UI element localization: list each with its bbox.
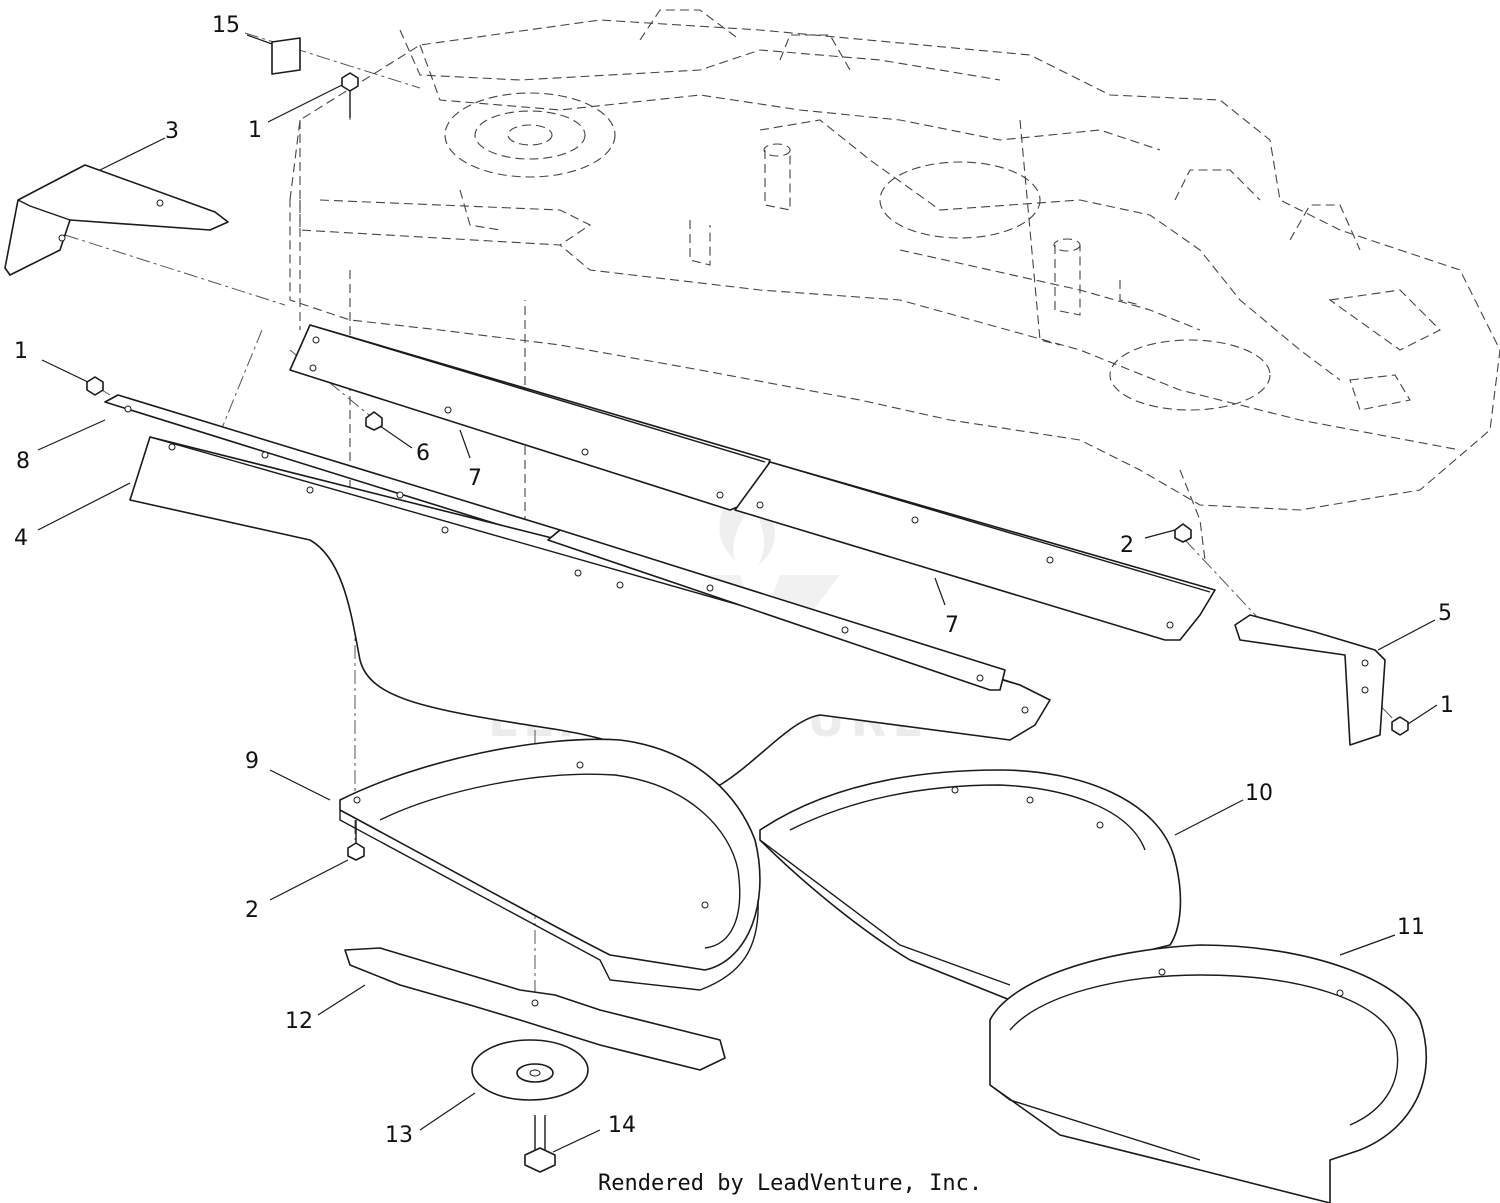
part-15-decal [271, 37, 301, 75]
callout-7-upper: 7 [468, 466, 482, 491]
part-4-baffle [129, 436, 1051, 786]
part-2-bolt-right [1174, 523, 1192, 543]
leader-lines [37, 34, 1438, 1153]
callout-10: 10 [1245, 781, 1273, 806]
callout-6: 6 [416, 441, 430, 466]
callout-14: 14 [608, 1113, 636, 1138]
callout-8: 8 [16, 449, 30, 474]
callout-1-top: 1 [248, 118, 262, 143]
callout-12: 12 [285, 1009, 313, 1034]
part-1-nut-top [341, 72, 359, 118]
callout-labels: 15 1 3 1 8 6 7 4 2 7 5 1 9 10 2 11 12 13… [14, 13, 1454, 1148]
rendered-by-footer: Rendered by LeadVenture, Inc. [598, 1171, 982, 1196]
part-7-strip-upper [289, 324, 771, 511]
part-5-bracket [1234, 614, 1386, 746]
callout-9: 9 [245, 749, 259, 774]
part-7-strip-lower [734, 461, 1216, 641]
callout-7-lower: 7 [945, 613, 959, 638]
callout-2-right: 2 [1120, 533, 1134, 558]
callout-1-left: 1 [14, 339, 28, 364]
part-11-shroud [989, 944, 1428, 1203]
callout-15: 15 [212, 13, 240, 38]
part-14-bolt [524, 1115, 556, 1173]
callout-13: 13 [385, 1123, 413, 1148]
callout-4: 4 [14, 526, 28, 551]
callout-3: 3 [165, 119, 179, 144]
part-12-blade [344, 947, 726, 1071]
part-13-hub [471, 1039, 589, 1101]
callout-11: 11 [1397, 915, 1425, 940]
part-1-nut-right [1391, 716, 1409, 736]
part-6-bolt [365, 411, 383, 431]
part-10-shroud [759, 769, 1182, 1001]
callout-2-bottom: 2 [245, 898, 259, 923]
part-8-strip-extension [547, 529, 1006, 691]
part-9-shroud [339, 738, 761, 991]
callout-5: 5 [1438, 601, 1452, 626]
part-3-bracket [4, 164, 229, 276]
part-1-nut-left [86, 376, 104, 396]
callout-1-right: 1 [1440, 693, 1454, 718]
part-2-bolt-bottom [347, 820, 365, 861]
